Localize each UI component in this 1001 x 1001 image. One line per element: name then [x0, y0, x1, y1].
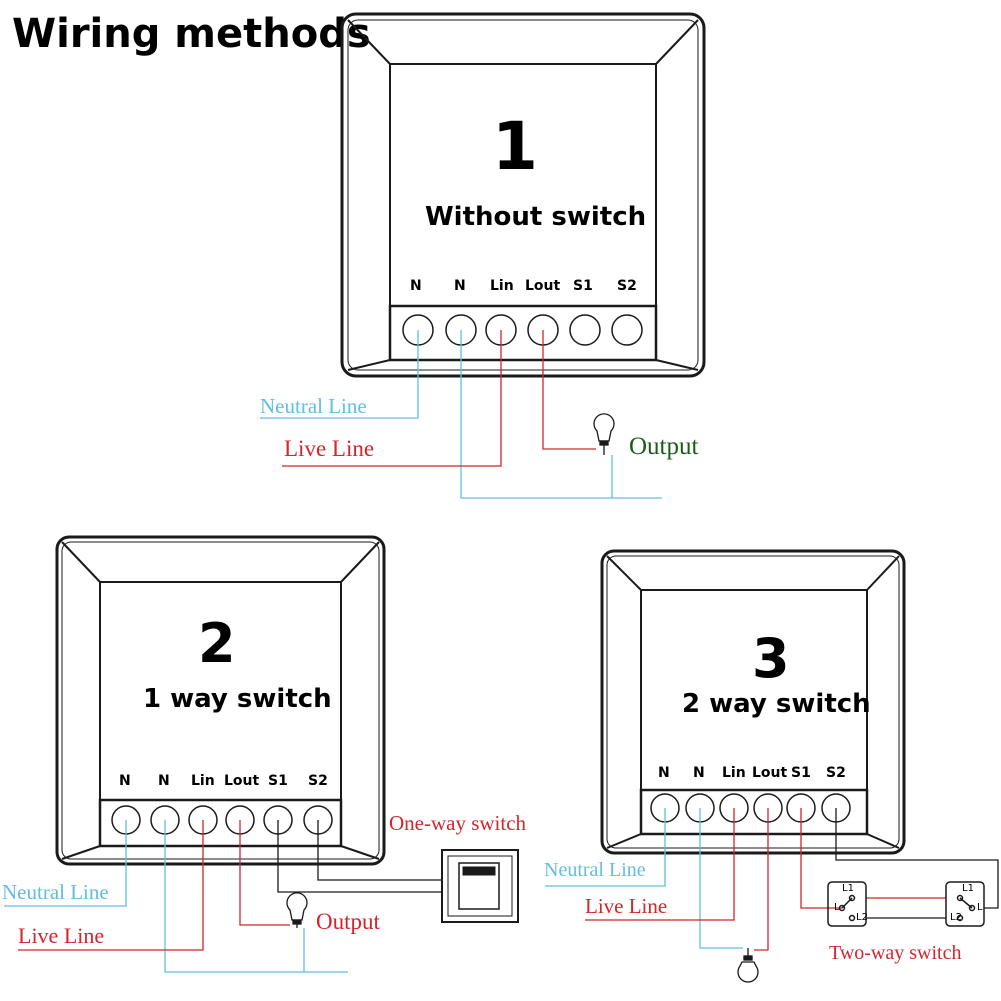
bulb-icon — [286, 892, 308, 928]
panel-1-terminal-lin: Lin — [490, 278, 514, 294]
panel-2-terminal-s2: S2 — [308, 773, 328, 789]
panel-3-terminal-lin: Lin — [722, 765, 746, 781]
switch-a-contact-l2: L2 — [856, 912, 868, 923]
panel-2-terminal-s1: S1 — [268, 773, 288, 789]
panel-3-mode: 2 way switch — [682, 689, 871, 719]
switch-b-contact-l: L — [977, 902, 983, 913]
panel-1-terminal-lout: Lout — [525, 278, 561, 294]
two-way-switch-icon — [827, 881, 985, 927]
panel-2-neutral-label: Neutral Line — [2, 880, 109, 904]
panel-1-terminal-n1: N — [410, 278, 422, 294]
switch-b-contact-l1: L1 — [962, 883, 974, 894]
panel-2-terminal-lin: Lin — [191, 773, 215, 789]
panel-1-live-label: Live Line — [284, 436, 375, 461]
device-1-wires — [260, 330, 662, 499]
page-title: Wiring methods — [12, 11, 371, 57]
panel-3-neutral-label: Neutral Line — [544, 859, 646, 881]
panel-1-mode: Without switch — [425, 202, 647, 232]
bulb-icon — [593, 413, 615, 455]
panel-3-terminal-s1: S1 — [791, 765, 811, 781]
panel-1-terminal-s2: S2 — [617, 278, 637, 294]
device-2-body — [55, 535, 386, 866]
switch-b-contact-l2: L2 — [950, 912, 962, 923]
panel-3-terminal-n1: N — [658, 765, 670, 781]
device-3-wires — [545, 808, 999, 951]
switch-a-contact-l: L — [834, 902, 840, 913]
device-2-wires — [4, 820, 442, 973]
panel-3-terminal-lout: Lout — [752, 765, 788, 781]
bulb-icon — [737, 948, 759, 983]
panel-3-terminal-n2: N — [693, 765, 705, 781]
panel-3-number: 3 — [752, 627, 790, 690]
panel-1-terminal-n2: N — [454, 278, 466, 294]
panel-2-number: 2 — [198, 612, 236, 675]
panel-2-mode: 1 way switch — [143, 684, 332, 714]
panel-1-neutral-label: Neutral Line — [260, 394, 367, 418]
panel-3-switch-label: Two-way switch — [829, 942, 962, 964]
panel-2-terminal-n2: N — [158, 773, 170, 789]
panel-3-terminal-s2: S2 — [826, 765, 846, 781]
one-way-switch-icon — [441, 849, 519, 923]
panel-1-terminal-s1: S1 — [573, 278, 593, 294]
panel-2-switch-label: One-way switch — [389, 811, 527, 835]
panel-2-output-label: Output — [316, 909, 380, 934]
panel-2-terminal-n1: N — [119, 773, 131, 789]
panel-1-output-label: Output — [629, 433, 699, 460]
panel-2-live-label: Live Line — [18, 923, 105, 948]
device-1-body — [340, 12, 706, 378]
panel-3-live-label: Live Line — [585, 894, 668, 918]
switch-a-contact-l1: L1 — [842, 883, 854, 894]
panel-2-terminal-lout: Lout — [224, 773, 260, 789]
panel-1-number: 1 — [492, 108, 538, 185]
